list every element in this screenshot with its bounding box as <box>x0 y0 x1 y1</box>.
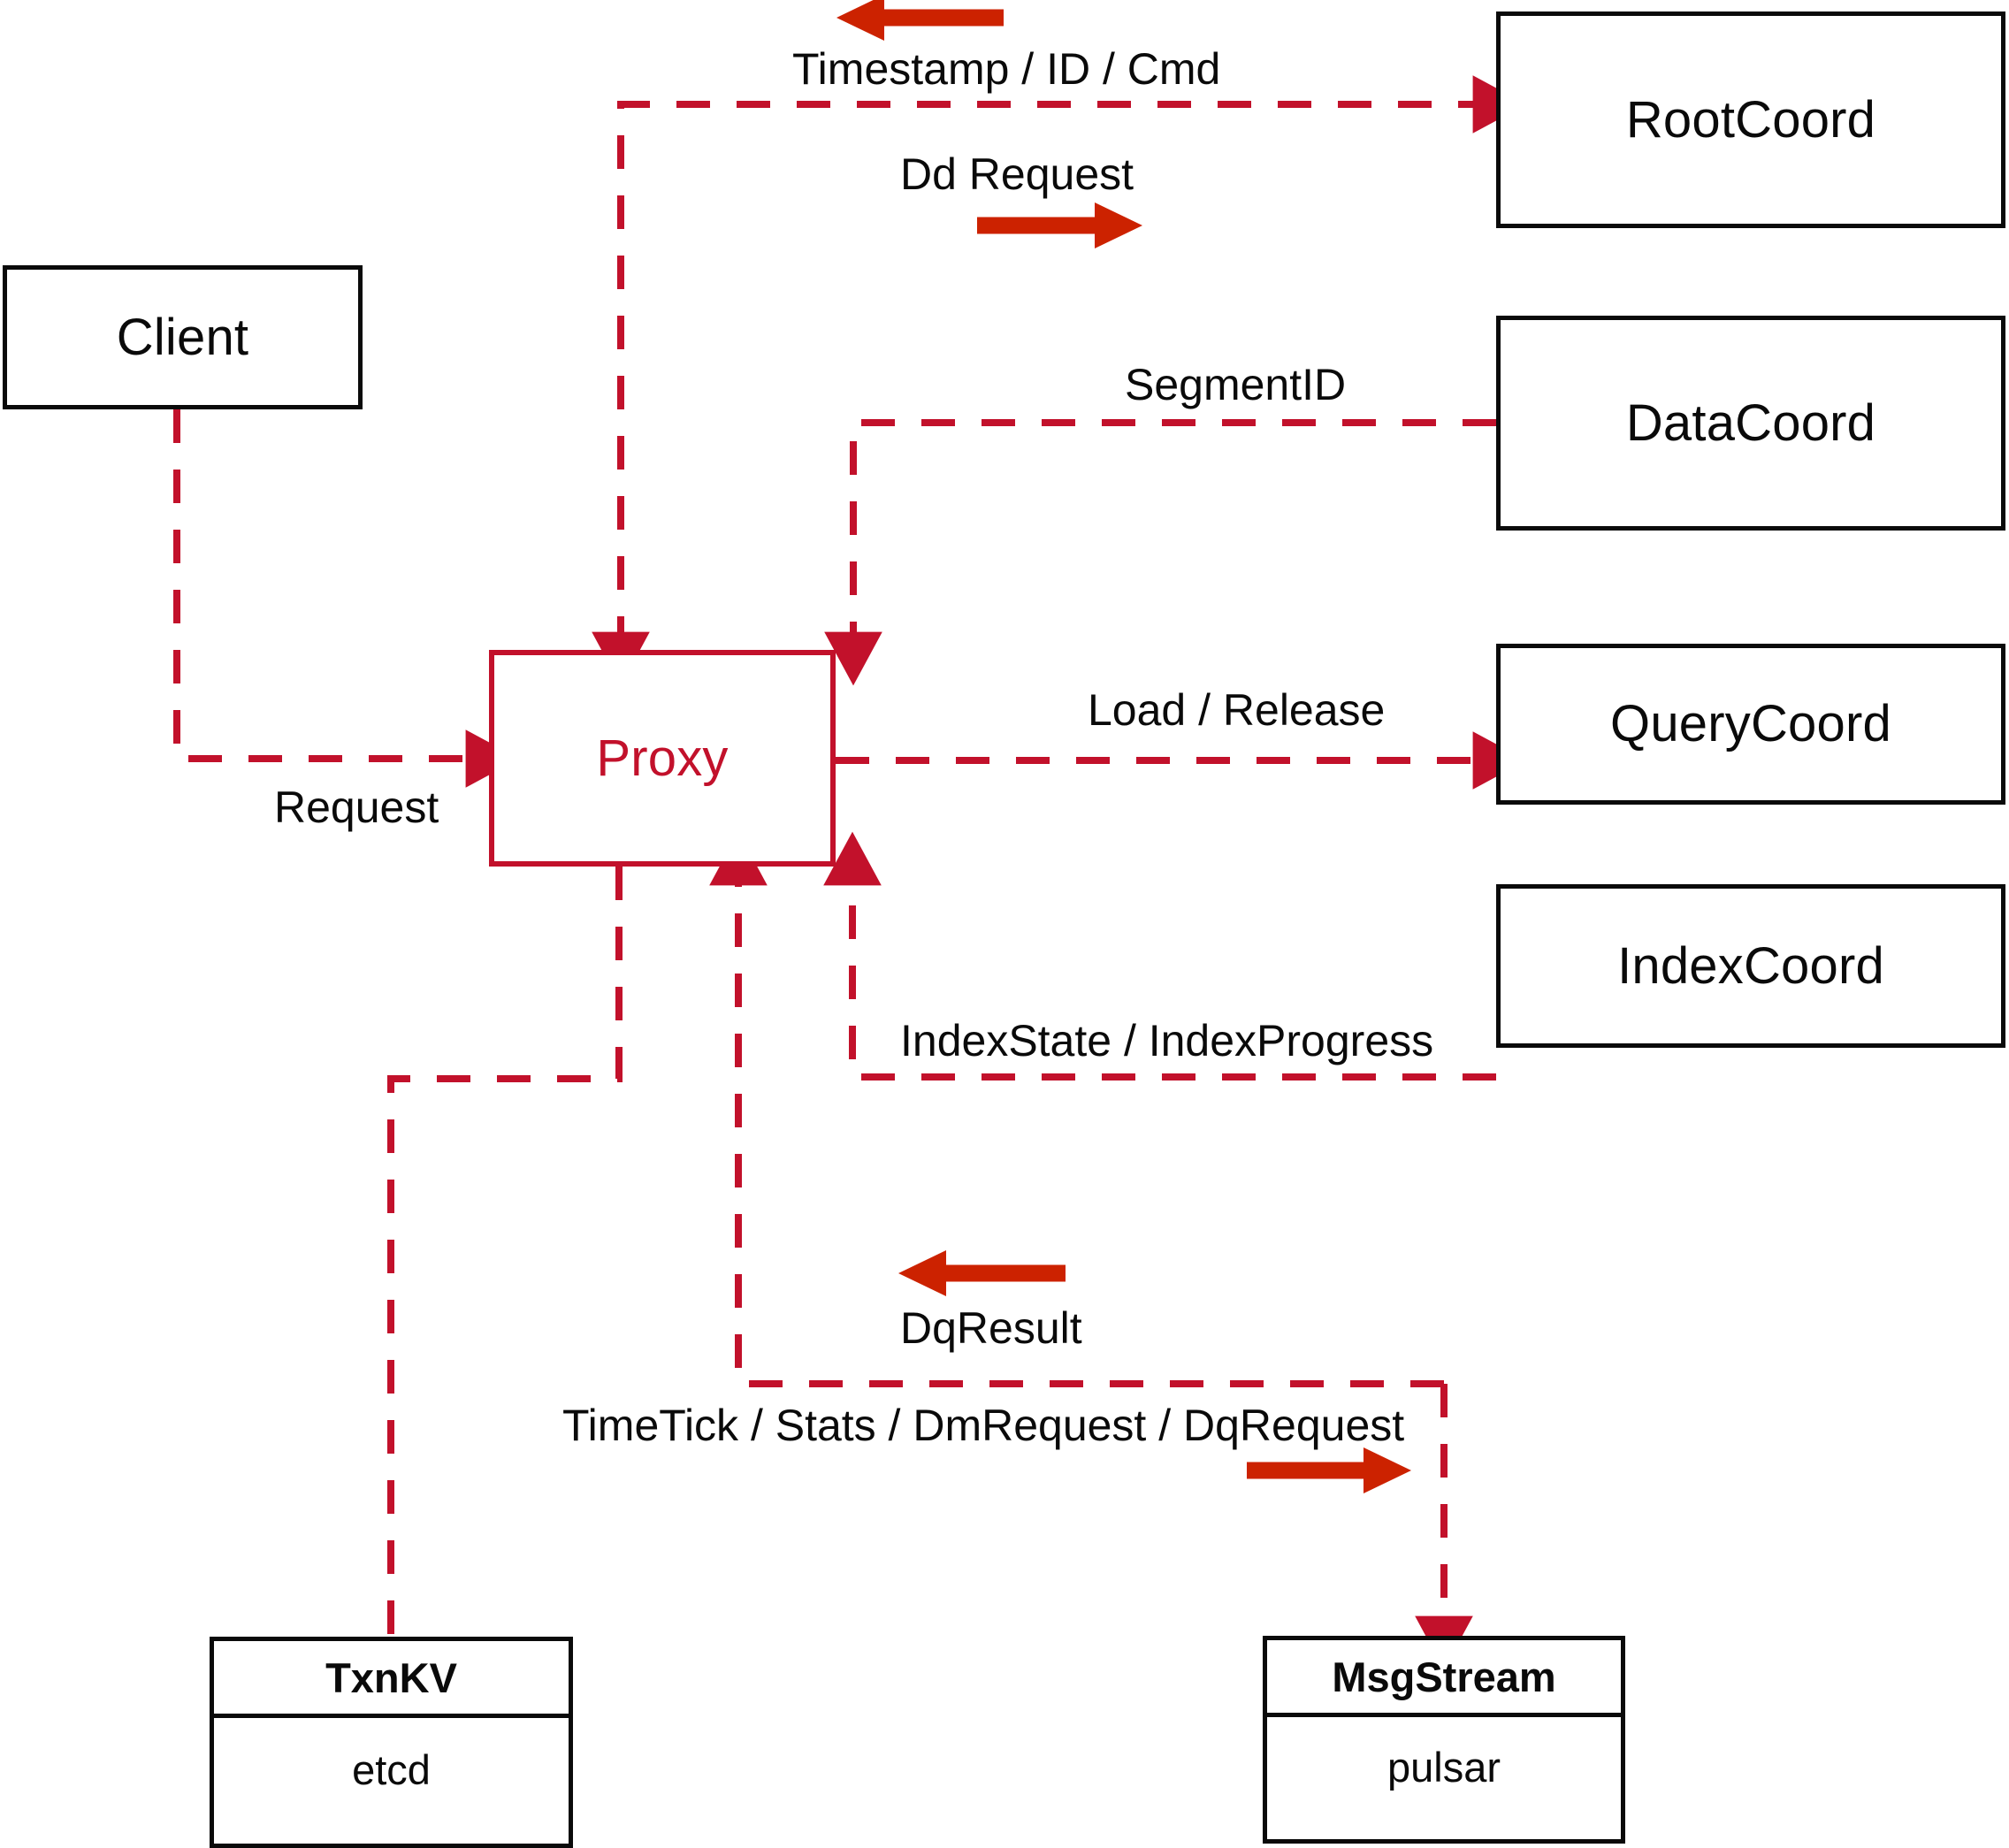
node-txnkv-impl: etcd <box>352 1745 431 1793</box>
node-querycoord[interactable]: QueryCoord <box>1496 644 2005 805</box>
node-proxy[interactable]: Proxy <box>489 650 836 867</box>
node-proxy-label: Proxy <box>596 729 729 787</box>
arrow-timetick-right <box>1247 1447 1411 1493</box>
edge-label-segmentid: SegmentID <box>1125 360 1347 409</box>
node-client[interactable]: Client <box>3 265 363 409</box>
arrow-dqresult-left <box>898 1250 1066 1296</box>
edge-msgstream-up <box>709 831 1444 1387</box>
edge-label-request: Request <box>274 783 439 832</box>
node-indexcoord-label: IndexCoord <box>1617 936 1884 995</box>
edge-request <box>173 409 520 788</box>
arrow-dd-request-right <box>977 202 1142 248</box>
arrow-timestamp-left <box>836 0 1004 41</box>
edge-segmentid <box>824 419 1496 686</box>
node-msgstream[interactable]: MsgStream pulsar <box>1263 1636 1625 1844</box>
node-txnkv[interactable]: TxnKV etcd <box>210 1637 573 1848</box>
edge-label-timestamp-id-cmd: Timestamp / ID / Cmd <box>792 44 1221 94</box>
edge-label-timetick-stats: TimeTick / Stats / DmRequest / DqRequest <box>562 1401 1405 1450</box>
edge-label-dqresult: DqResult <box>900 1303 1082 1353</box>
edge-label-load-release: Load / Release <box>1088 685 1386 735</box>
edge-indexstate <box>823 831 1496 1081</box>
node-rootcoord-label: RootCoord <box>1625 90 1876 149</box>
node-querycoord-label: QueryCoord <box>1610 695 1891 752</box>
node-indexcoord[interactable]: IndexCoord <box>1496 884 2005 1048</box>
node-rootcoord[interactable]: RootCoord <box>1496 11 2005 228</box>
edge-label-dd-request: Dd Request <box>900 149 1134 199</box>
edge-txnkv <box>387 867 623 1634</box>
node-datacoord[interactable]: DataCoord <box>1496 316 2005 531</box>
edge-label-index-state-progress: IndexState / IndexProgress <box>900 1016 1434 1065</box>
node-datacoord-label: DataCoord <box>1625 393 1876 452</box>
node-client-label: Client <box>116 308 249 366</box>
edge-rootcoord <box>617 75 1527 650</box>
node-msgstream-title: MsgStream <box>1267 1640 1621 1717</box>
node-msgstream-impl: pulsar <box>1386 1743 1501 1791</box>
node-txnkv-title: TxnKV <box>214 1641 569 1718</box>
